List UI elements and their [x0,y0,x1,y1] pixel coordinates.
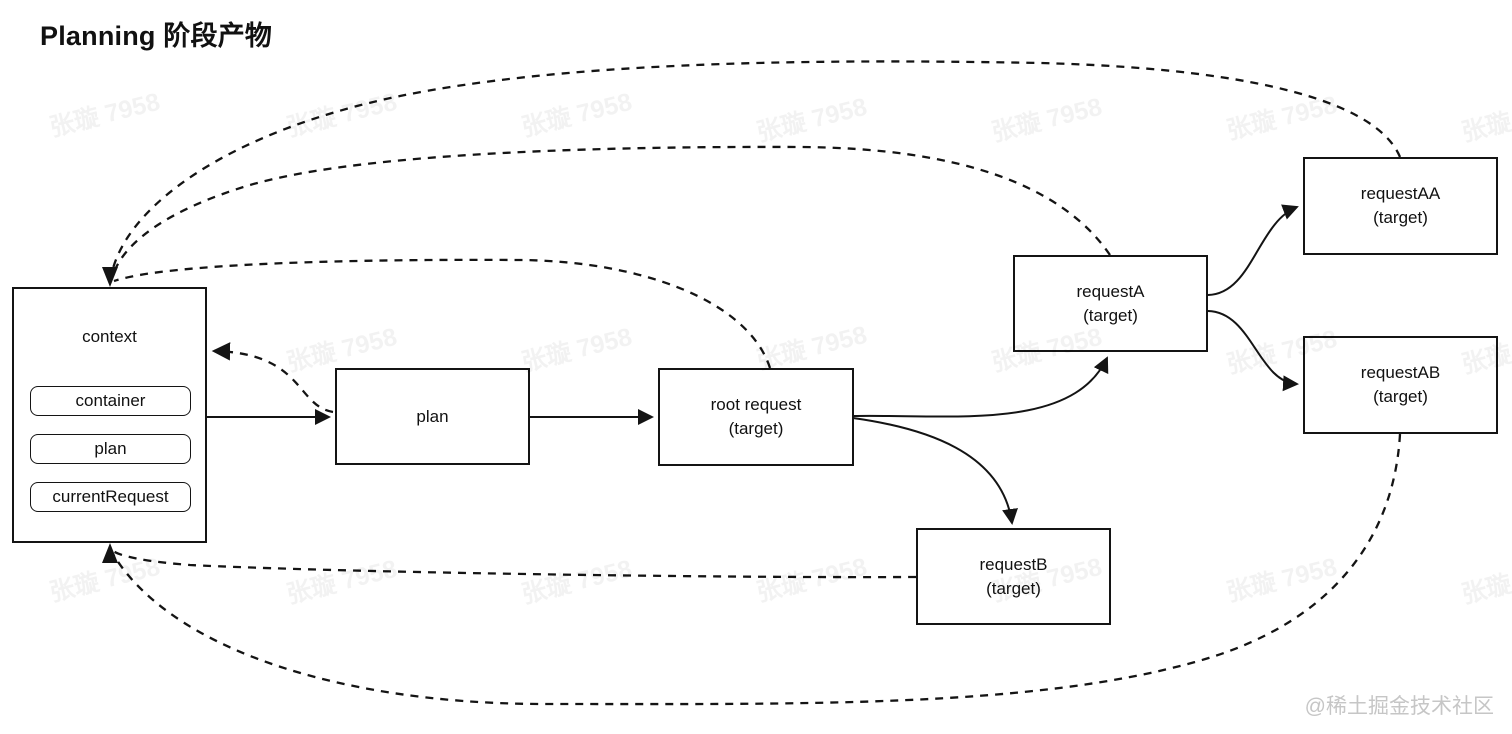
node-requestB-sublabel: (target) [986,578,1041,598]
dashed-requestB-to-context-bottom [112,550,917,579]
dashed-arrow-plan-to-context [211,342,334,414]
node-requestA-sublabel: (target) [1083,305,1138,325]
context-field-currentRequest-label: currentRequest [52,487,169,506]
arrowhead-into-context-bottom [102,543,118,563]
node-context: context container plan currentRequest [12,287,207,543]
dashed-root-request-to-context-top [113,258,772,369]
dashed-requestAB-to-context-bottom [112,433,1402,706]
node-requestB-label: requestB [979,554,1048,574]
context-field-plan-label: plan [94,439,127,458]
node-root-request: root request (target) [658,368,854,466]
node-plan-label: plan [416,406,449,426]
node-requestAA: requestAA (target) [1303,157,1498,255]
context-field-plan: plan [30,434,191,464]
arrow-requestA-to-requestAA [1207,204,1299,296]
node-context-label: context [82,327,137,346]
context-field-container-label: container [75,391,146,410]
node-plan: plan [335,368,530,465]
page-title: Planning 阶段产物 [40,21,273,51]
context-field-currentRequest: currentRequest [30,482,191,512]
node-requestAB: requestAB (target) [1303,336,1498,434]
node-requestAB-sublabel: (target) [1373,387,1428,406]
arrow-root-request-to-requestB [852,417,1018,525]
node-requestB: requestB (target) [916,528,1111,625]
dashed-requestA-to-context-top [110,145,1111,279]
node-root-request-label: root request [710,395,802,414]
arrow-requestA-to-requestAB [1207,310,1299,392]
node-requestA: requestA (target) [1013,255,1208,352]
node-root-request-sublabel: (target) [728,419,784,438]
context-field-container: container [30,386,191,416]
dashed-requestAA-to-context-top [109,60,1402,278]
node-requestA-label: requestA [1076,281,1145,301]
node-requestAB-label: requestAB [1360,363,1441,382]
credit-watermark: @稀土掘金技术社区 [1304,695,1494,718]
node-requestAA-sublabel: (target) [1373,208,1428,227]
arrowhead-into-context-top [102,267,118,287]
node-requestAA-label: requestAA [1360,184,1441,203]
arrow-root-request-to-requestA [852,356,1109,418]
